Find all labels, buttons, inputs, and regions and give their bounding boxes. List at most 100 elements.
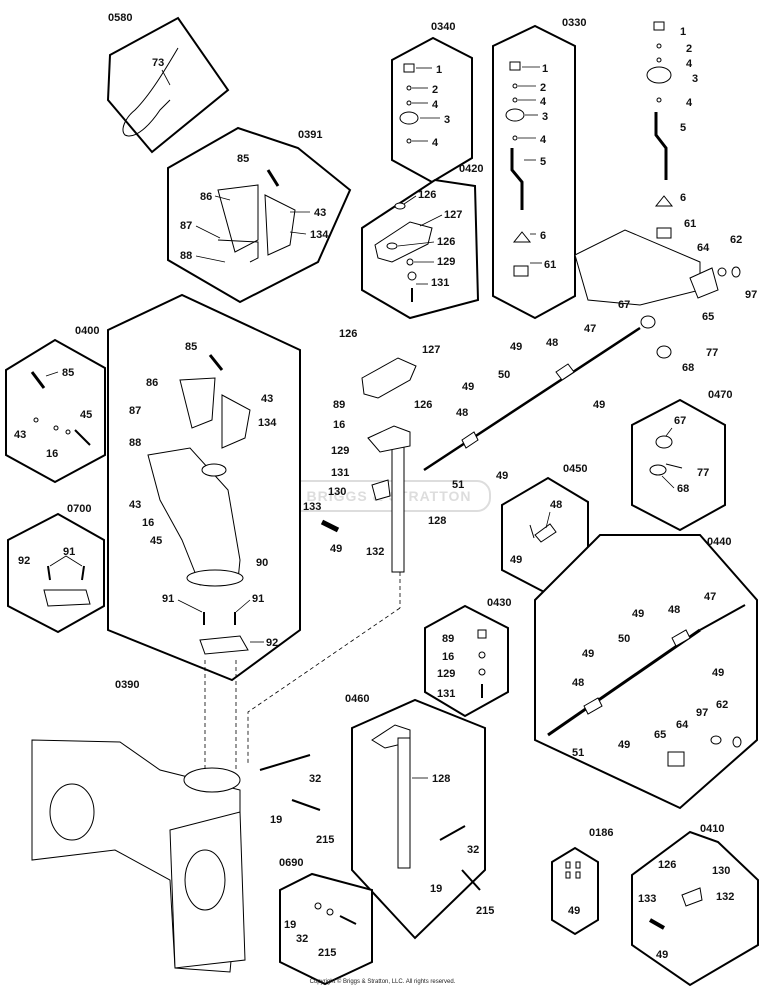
kit-0440-part: 49: [582, 648, 594, 660]
knob-part: [399, 111, 419, 125]
kit-0700-part: 91: [63, 546, 75, 558]
part-label: 3: [692, 73, 698, 85]
kit-0390-part: 43: [129, 499, 141, 511]
kit-0430-part: 89: [442, 633, 454, 645]
kit-0340-part: 4: [432, 99, 439, 111]
part-label: 65: [702, 311, 714, 323]
kit-0460-part: 128: [432, 773, 450, 785]
part-label: 129: [331, 445, 349, 457]
kit-0430-part: 16: [442, 651, 454, 663]
kit-0690-part: 32: [296, 933, 308, 945]
kit-0700: 0700 92 91: [7, 503, 105, 634]
kit-0390-part: 88: [129, 437, 141, 449]
kit-0391-part: 134: [310, 229, 329, 241]
kit-0391-part: 85: [237, 153, 249, 165]
kit-0391: 0391 85 86 43 134 87 88: [167, 126, 352, 304]
kit-0390-part: 87: [129, 405, 141, 417]
part-label: 49: [593, 399, 605, 411]
kit-0400-part: 85: [62, 367, 74, 379]
part-label: 4: [686, 58, 693, 70]
kit-0440-part: 51: [572, 747, 584, 759]
kit-0390-part: 86: [146, 377, 158, 389]
kit-0470-part: 67: [674, 415, 686, 427]
part-label: 64: [697, 242, 710, 254]
kit-0186-part: 49: [568, 905, 580, 917]
kit-0430-part: 129: [437, 668, 455, 680]
cap-part: [403, 63, 415, 73]
part-label: 49: [510, 341, 522, 353]
kit-0330-part: 3: [542, 111, 548, 123]
kit-0440: 0440 47 49 48 50 49 48 49 51 97 62 64 65…: [534, 534, 758, 810]
part-label: 49: [330, 543, 342, 555]
part-label: 130: [328, 486, 346, 498]
part-label: 50: [498, 369, 510, 381]
kit-0440-part: 47: [704, 591, 716, 603]
kit-0690-part: 215: [318, 947, 336, 959]
copyright-notice: Copyright © Briggs & Stratton, LLC. All …: [309, 979, 456, 985]
kit-0690: 0690 19 32 215: [279, 857, 373, 986]
kit-0460-part: 215: [476, 905, 494, 917]
kit-0390-part: 90: [256, 557, 268, 569]
kit-0440-part: 49: [712, 667, 724, 679]
kit-0330-part: 6: [540, 230, 546, 242]
kit-0340-label: 0340: [431, 21, 455, 33]
kit-0440-part: 64: [676, 719, 689, 731]
kit-0330-part: 5: [540, 156, 546, 168]
kit-0700-part: 92: [18, 555, 30, 567]
kit-0700-frame: [7, 512, 105, 634]
part-label: 4: [686, 97, 693, 109]
kit-0400: 0400 85 43 16 45: [5, 325, 106, 484]
kit-0700-label: 0700: [67, 503, 91, 515]
kit-0390-part: 43: [261, 393, 273, 405]
kit-0420-part: 126: [437, 236, 455, 248]
kit-0410-frame: [631, 830, 759, 987]
part-label: 67: [618, 299, 630, 311]
kit-0391-label: 0391: [298, 129, 322, 141]
kit-0330-part: 1: [542, 63, 548, 75]
kit-0440-part: 65: [654, 729, 666, 741]
kit-0391-part: 43: [314, 207, 326, 219]
chute-ring-part: [199, 635, 249, 655]
kit-0186-frame: [551, 846, 599, 936]
part-label: 48: [456, 407, 468, 419]
kit-0460-part: 19: [430, 883, 442, 895]
kit-0580-frame: [106, 16, 230, 154]
kit-0420: 0420 126 127 126 129 131: [361, 163, 483, 320]
kit-0390-part: 92: [266, 637, 278, 649]
kit-0330-part: 4: [540, 96, 547, 108]
kit-0400-label: 0400: [75, 325, 99, 337]
part-label: 131: [331, 467, 349, 479]
part-label: 2: [686, 43, 692, 55]
kit-0420-label: 0420: [459, 163, 483, 175]
kit-0186-label: 0186: [589, 827, 613, 839]
kit-0400-part: 43: [14, 429, 26, 441]
kit-0440-part: 48: [572, 677, 584, 689]
kit-0391-part: 86: [200, 191, 212, 203]
kit-0430-label: 0430: [487, 597, 511, 609]
kit-0330-part: 2: [540, 82, 546, 94]
kit-0410: 0410 126 130 133 132 49: [631, 823, 759, 987]
kit-0460-label: 0460: [345, 693, 369, 705]
part-label: 128: [428, 515, 446, 527]
main-assembly: 1 2 4 3 4 5 6 61 62 64 97 65 67 47 77 68…: [31, 21, 757, 973]
cable-part: [122, 47, 179, 137]
kit-0410-part: 133: [638, 893, 656, 905]
kit-0430-frame: [424, 604, 509, 718]
part-label: 48: [546, 337, 558, 349]
kit-0340-part: 3: [444, 114, 450, 126]
kit-0410-part: 126: [658, 859, 676, 871]
part-label: 77: [706, 347, 718, 359]
part-label: 126: [414, 399, 432, 411]
chute-deflector-part: [217, 184, 259, 253]
kit-0390-part: 91: [162, 593, 174, 605]
part-label: 32: [309, 773, 321, 785]
kit-0400-part: 16: [46, 448, 58, 460]
kit-0420-part: 126: [418, 189, 436, 201]
kit-0330-part: 61: [544, 259, 556, 271]
kit-0400-frame: [5, 338, 106, 484]
kit-0440-part: 97: [696, 707, 708, 719]
kit-0470-part: 68: [677, 483, 689, 495]
kit-0690-part: 19: [284, 919, 296, 931]
kit-0186: 0186 49: [551, 827, 613, 936]
